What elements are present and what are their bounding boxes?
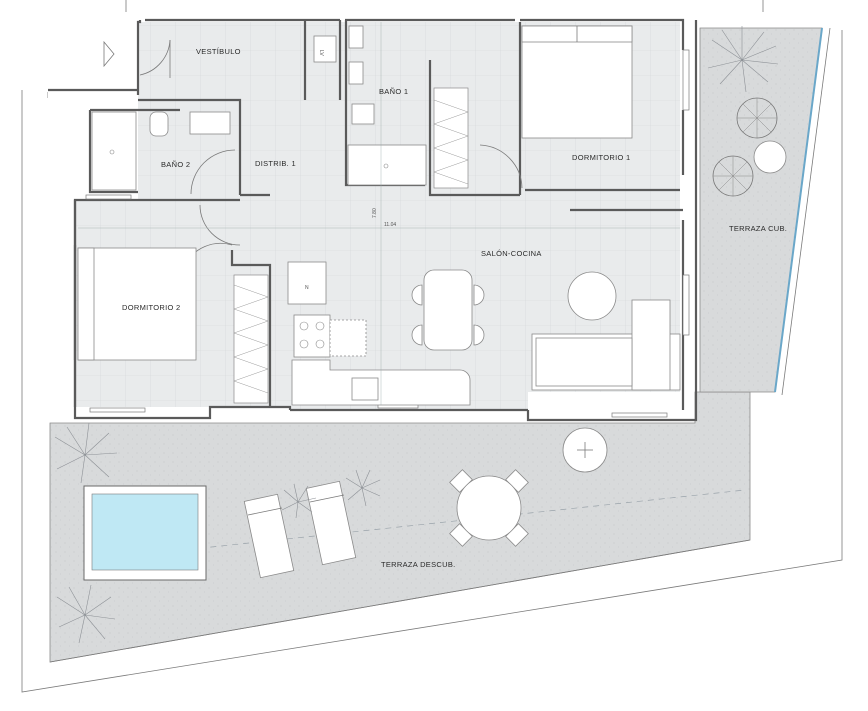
room-label-terraza-descub: TERRAZA DESCUB. [381, 560, 456, 569]
windows [85, 49, 690, 418]
sun-loungers [243, 480, 357, 579]
bed-dormitorio-2 [77, 247, 197, 361]
terraza-cub-floor [699, 27, 823, 393]
terrace-cub-furniture [712, 97, 787, 197]
fridge-n-label: N [305, 285, 309, 291]
wardrobe-dormitorio-1 [433, 87, 469, 189]
room-labels: VESTÍBULO BAÑO 1 BAÑO 2 DISTRIB. 1 DORMI… [122, 47, 787, 569]
room-label-vestibulo: VESTÍBULO [196, 47, 241, 56]
room-label-salon-cocina: SALÓN-COCINA [481, 249, 542, 258]
pool [83, 485, 207, 581]
bano-1-fixtures [313, 25, 427, 186]
kitchen-island [411, 269, 485, 351]
entrance-arrow-icon [103, 40, 115, 68]
room-label-distrib-1: DISTRIB. 1 [255, 159, 296, 168]
bed-dormitorio-1 [521, 25, 633, 139]
interior-walls [73, 20, 683, 407]
dimension-lines: 11.04 7.80 [78, 22, 680, 405]
wardrobe-dormitorio-2 [233, 274, 269, 404]
dim-width-label: 11.04 [384, 222, 396, 228]
plants [54, 26, 779, 644]
room-label-bano-1: BAÑO 1 [379, 87, 408, 96]
terrace-glazing [774, 27, 823, 393]
lv-label: LV [318, 50, 324, 56]
terrace-table [449, 427, 608, 547]
bano-2-fixtures [91, 111, 231, 191]
room-label-dormitorio-2: DORMITORIO 2 [122, 303, 180, 312]
living-furniture [531, 271, 681, 391]
room-label-bano-2: BAÑO 2 [161, 160, 190, 169]
room-label-dormitorio-1: DORMITORIO 1 [572, 153, 630, 162]
room-label-terraza-cub: TERRAZA CUB. [729, 224, 787, 233]
dim-height-label: 7.80 [372, 208, 378, 218]
